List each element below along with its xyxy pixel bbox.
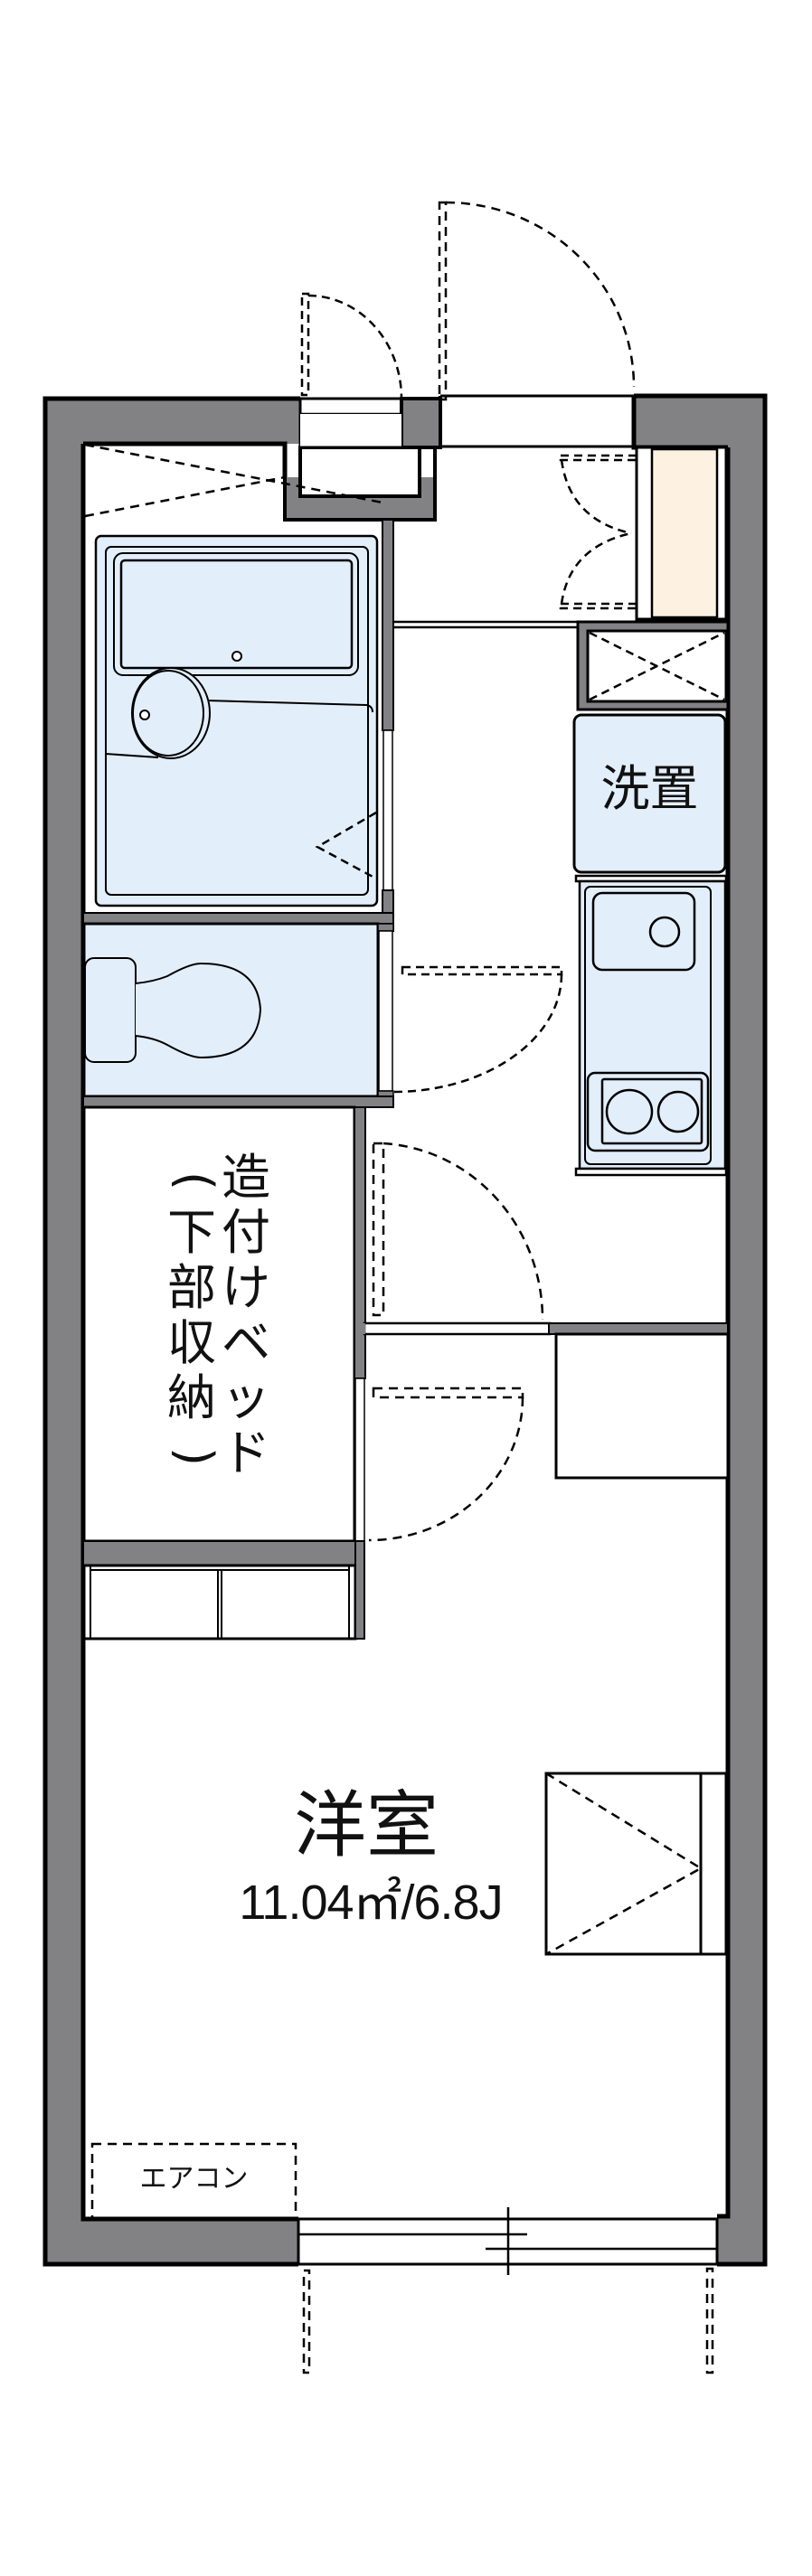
room-area: 11.04㎡/6.8J <box>239 1876 503 1930</box>
meter-alcove <box>283 397 442 522</box>
closet-label-char: 部 <box>167 1259 216 1316</box>
closet-door-swing <box>368 1387 524 1542</box>
closet-label-main: 造 付 け ベ ッ ド <box>221 1153 271 1484</box>
shoe-cabinet-door-swing <box>559 454 638 610</box>
toilet-room <box>82 922 394 1108</box>
outer-walls <box>45 396 766 2264</box>
partition-closet-shelf <box>82 1540 365 1566</box>
kitchen-counter <box>574 874 728 1177</box>
closet-label-char: 付 <box>222 1204 270 1261</box>
fridge-space <box>576 620 730 711</box>
toilet-bowl <box>135 962 262 1059</box>
sink-basin <box>591 891 696 972</box>
alcove-door-swing <box>300 292 403 400</box>
burner-right <box>656 1090 700 1133</box>
burner-left <box>605 1088 654 1135</box>
washer-label: 洗置 <box>600 760 699 817</box>
closet-label-char: ) <box>166 1446 224 1467</box>
bath-door-folding <box>315 811 377 880</box>
toilet-tank <box>84 957 137 1063</box>
kitchen-room-partition <box>356 1321 729 1336</box>
closet-label-char: ド <box>222 1424 270 1481</box>
air-conditioner-label: エアコン <box>139 2163 249 2195</box>
bath-wall <box>382 519 394 932</box>
balcony-sash-swing <box>302 2267 714 2374</box>
storage-box <box>554 1332 730 1480</box>
closet-label-char: ベ <box>222 1314 270 1371</box>
closet-label-char: ( <box>166 1170 224 1191</box>
entrance <box>439 394 634 448</box>
closet-label-char: 収 <box>167 1314 216 1371</box>
toilet-door-swing <box>392 965 563 1094</box>
unit-bath <box>94 534 379 907</box>
shelf <box>82 1540 365 1641</box>
closet-label-char: 納 <box>167 1369 216 1426</box>
bath-ceiling-x <box>84 443 383 518</box>
washer-space <box>572 713 727 874</box>
closet-label-char: 造 <box>222 1149 270 1206</box>
balcony-window <box>297 2207 719 2275</box>
shoe-cabinet <box>635 446 728 621</box>
room-label: 洋室 <box>294 1783 439 1867</box>
hall-door-swing <box>372 1142 544 1321</box>
closet-label-char: け <box>222 1259 270 1316</box>
closet-label-sub: ( 下 部 収 納 ) <box>166 1153 224 1484</box>
sink-drain <box>648 916 681 948</box>
closet-label-char: 下 <box>167 1204 216 1261</box>
closet <box>82 1105 366 1543</box>
entrance-door-swing <box>438 201 636 401</box>
room-cabinet <box>544 1772 728 1956</box>
partition-bath-toilet <box>82 912 394 925</box>
closet-label-char: ッ <box>222 1369 270 1426</box>
genkan-step <box>393 620 579 629</box>
partition-toilet-closet <box>82 1095 394 1108</box>
